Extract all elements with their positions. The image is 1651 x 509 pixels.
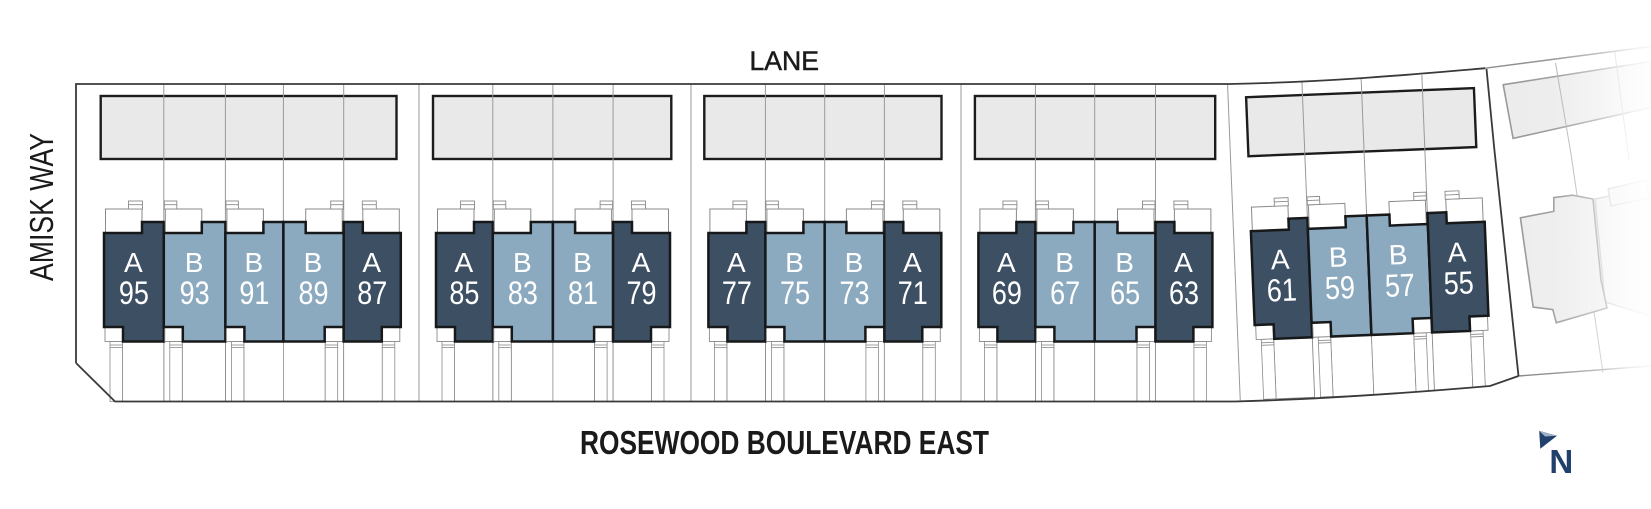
svg-text:LANE: LANE [750,46,820,76]
svg-text:B: B [304,247,324,278]
svg-text:71: 71 [898,275,928,311]
svg-text:B: B [513,247,533,278]
svg-text:B: B [185,247,205,278]
svg-text:B: B [1115,247,1135,278]
svg-text:B: B [245,247,265,278]
svg-text:93: 93 [180,275,210,311]
svg-text:69: 69 [992,275,1022,311]
svg-text:A: A [1447,237,1468,269]
svg-text:B: B [1055,247,1075,278]
svg-text:87: 87 [357,275,387,311]
svg-text:B: B [1328,241,1349,273]
svg-text:A: A [903,247,923,278]
svg-text:AMISK WAY: AMISK WAY [23,133,60,281]
svg-text:B: B [573,247,593,278]
svg-text:65: 65 [1110,275,1140,311]
svg-text:67: 67 [1050,275,1080,311]
svg-text:83: 83 [508,275,538,311]
svg-text:N: N [1549,443,1573,480]
svg-text:79: 79 [627,275,657,311]
svg-text:A: A [727,247,747,278]
svg-text:55: 55 [1443,264,1474,301]
svg-text:A: A [455,247,475,278]
svg-text:75: 75 [780,275,810,311]
svg-text:59: 59 [1324,269,1355,306]
svg-text:89: 89 [299,275,329,311]
svg-text:B: B [1388,239,1409,271]
svg-text:57: 57 [1384,267,1415,304]
svg-text:ROSEWOOD BOULEVARD EAST: ROSEWOOD BOULEVARD EAST [580,424,989,461]
svg-text:A: A [124,247,144,278]
svg-text:73: 73 [840,275,870,311]
svg-text:61: 61 [1266,271,1297,308]
svg-text:B: B [845,247,865,278]
svg-text:95: 95 [119,275,149,311]
svg-text:63: 63 [1169,275,1199,311]
svg-text:91: 91 [239,275,269,311]
svg-text:A: A [1174,247,1194,278]
svg-text:A: A [997,247,1017,278]
svg-text:A: A [1270,244,1291,276]
svg-text:81: 81 [568,275,598,311]
svg-text:A: A [362,247,382,278]
svg-text:85: 85 [449,275,479,311]
svg-text:B: B [785,247,805,278]
svg-text:A: A [632,247,652,278]
svg-text:77: 77 [722,275,752,311]
